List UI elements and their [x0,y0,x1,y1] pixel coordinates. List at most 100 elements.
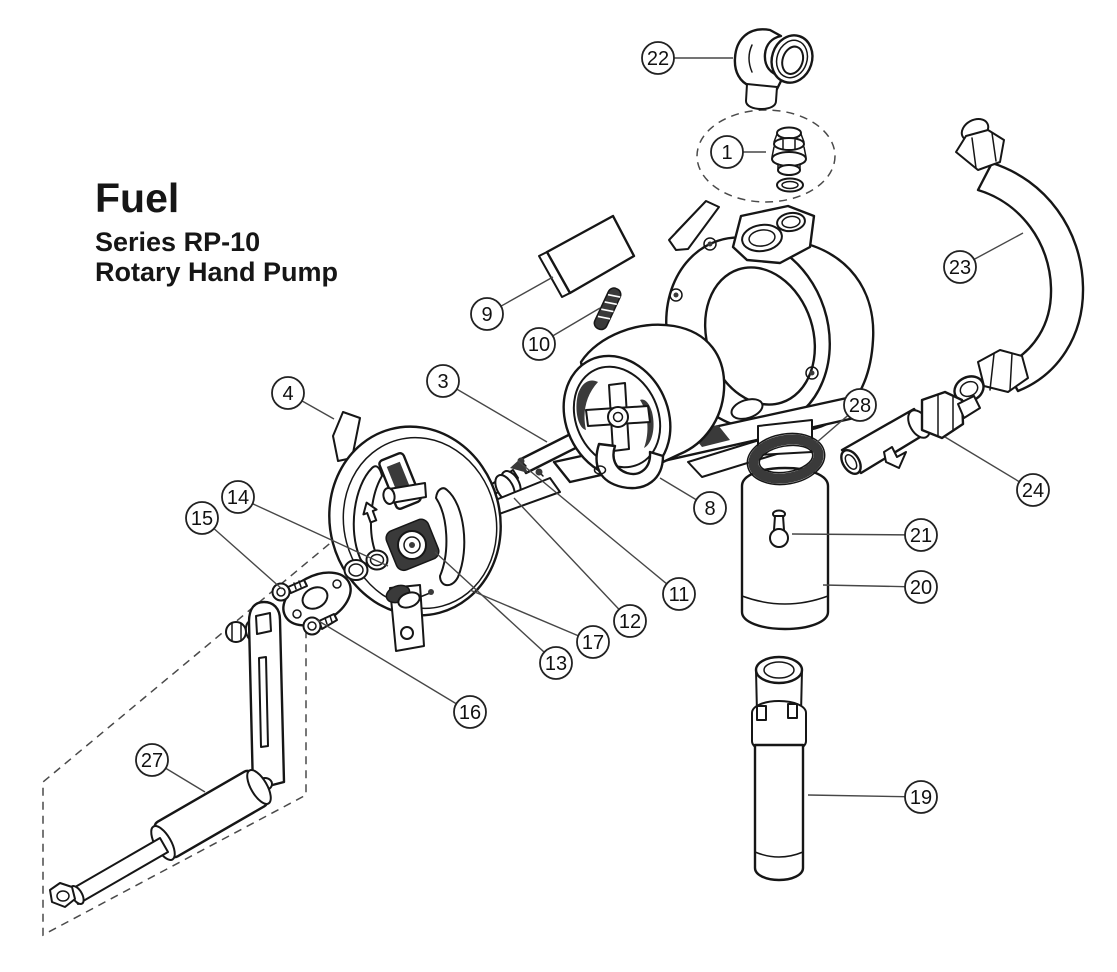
callout-number-9: 9 [481,304,492,326]
title-block: Fuel Series RP-10 Rotary Hand Pump [95,175,338,287]
callout-circle-10 [522,327,556,361]
leader-line-17 [469,589,579,637]
leader-line-8 [659,477,697,501]
part-vane [538,214,636,298]
leader-line-15 [213,528,283,590]
callout-circle-14 [221,480,255,514]
callout-circle-22 [641,41,675,75]
detail-ellipse-part1 [696,109,836,203]
leader-line-20 [822,584,906,588]
callout-number-17: 17 [582,632,604,654]
callout-number-20: 20 [910,577,932,599]
part-grease-fitting [769,509,789,548]
callout-circle-27 [135,743,169,777]
callout-circle-15 [185,501,219,535]
leader-line-28 [815,414,849,444]
callout-1: 1 [710,135,766,169]
callout-28: 28 [815,388,877,444]
part-vent-screw-kit [771,126,807,193]
part-spring [593,287,622,331]
callout-number-22: 22 [647,48,669,70]
part-suction-tube [751,655,807,882]
callout-8: 8 [659,477,727,525]
callout-13: 13 [434,551,573,680]
callout-circle-12 [613,604,647,638]
part-screw-lower [302,613,338,636]
leader-line-4 [301,400,335,420]
callout-number-15: 15 [191,508,213,530]
callout-circle-11 [662,577,696,611]
handle-rod-bolt [49,882,76,908]
callout-number-14: 14 [227,487,249,509]
callout-24: 24 [944,436,1050,507]
callout-23: 23 [943,232,1024,284]
callout-number-23: 23 [949,257,971,279]
callout-number-24: 24 [1022,480,1044,502]
callout-11: 11 [517,460,696,611]
leader-line-3 [456,388,548,443]
callout-circle-17 [576,625,610,659]
callout-14: 14 [221,480,389,567]
leader-line-12 [513,497,620,610]
callout-21: 21 [791,518,938,552]
part-pump-body [665,200,875,434]
series-label: Series RP-10 [95,227,260,257]
construction-lines [42,109,836,937]
callout-number-21: 21 [910,525,932,547]
part-handle-assembly [49,600,286,908]
callout-number-12: 12 [619,611,641,633]
callout-number-13: 13 [545,653,567,675]
page-title: Fuel [95,175,179,221]
callout-number-1: 1 [721,142,732,164]
handle-boundary [42,534,341,937]
small-ring [343,559,369,581]
callout-16: 16 [316,619,487,729]
callout-17: 17 [469,589,610,659]
cover-bottom-bracket [385,584,434,652]
callout-4: 4 [271,376,335,420]
callout-circle-8 [693,491,727,525]
callout-number-27: 27 [141,750,163,772]
product-type-label: Rotary Hand Pump [95,257,338,287]
arrow-marker [362,501,378,524]
callout-number-16: 16 [459,702,481,724]
part-nozzle-spout [840,390,981,476]
shaft-pin [535,468,543,476]
leader-line-14 [252,503,389,567]
leader-line-21 [791,533,906,536]
callout-circle-3 [426,364,460,398]
callout-number-28: 28 [849,395,871,417]
callout-number-3: 3 [437,371,448,393]
part-oring-28 [746,432,826,486]
part-elbow-fitting [733,28,814,110]
callout-3: 3 [426,364,548,443]
handle-bolt [225,621,247,643]
leader-line-24 [944,436,1020,483]
small-oring-14 [365,549,389,571]
callout-circle-4 [271,376,305,410]
callout-circle-23 [943,250,977,284]
part-yoke [593,442,665,490]
callout-circle-19 [904,780,938,814]
callout-number-4: 4 [282,383,293,405]
callout-27: 27 [135,743,206,793]
leader-line-27 [165,767,206,793]
callout-circle-9 [470,297,504,331]
handle-rod [69,837,169,905]
leader-line-11 [517,460,668,585]
callout-20: 20 [822,570,938,604]
gasket-tab [332,411,361,462]
leader-line-13 [434,551,545,653]
callout-circle-21 [904,518,938,552]
callout-number-10: 10 [528,334,550,356]
callout-circle-16 [453,695,487,729]
callout-circle-13 [539,646,573,680]
part-cover-plate [328,411,502,652]
leader-line-10 [552,307,601,337]
leader-line-23 [973,232,1024,261]
callout-15: 15 [185,501,283,590]
callout-12: 12 [513,497,647,638]
